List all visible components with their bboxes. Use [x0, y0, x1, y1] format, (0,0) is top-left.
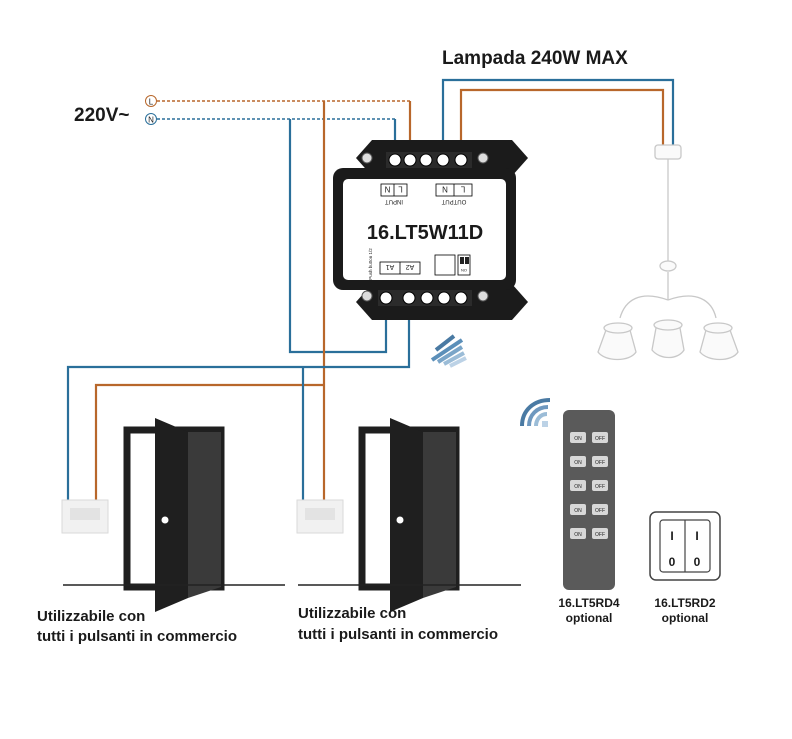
remote2-ch2-off: 0 — [694, 555, 701, 569]
remote4-on-button-3[interactable] — [570, 480, 586, 491]
terminal-screw — [420, 291, 434, 305]
door-1 — [63, 418, 285, 612]
remote4-off-label-1: OFF — [595, 436, 605, 442]
live-terminal-symbol: L — [145, 95, 157, 107]
live-terminal-letter: L — [149, 98, 154, 107]
door2-caption-line1: Utilizzabile con — [298, 605, 406, 622]
door-2 — [298, 418, 521, 612]
output-terminal-l: L — [460, 185, 465, 194]
input-terminal-n: N — [384, 185, 390, 194]
remote4-off-button-4[interactable] — [592, 504, 608, 515]
remote-2-channel: I 0 I 0 — [649, 511, 721, 581]
terminal-screw — [419, 153, 433, 167]
top-terminal-block — [386, 152, 472, 168]
terminal-screw — [454, 291, 468, 305]
remote-wireless-icon — [520, 398, 551, 427]
remote4-body — [563, 410, 615, 590]
terminal-screw — [437, 291, 451, 305]
wireless-signal-icon — [430, 334, 467, 368]
neutral-terminal-letter: N — [148, 116, 154, 125]
wiring — [66, 78, 675, 500]
door2-caption-line2: tutti i pulsanti in commercio — [298, 626, 498, 643]
terminal-a1: A1 — [386, 263, 395, 270]
remote4-off-button-2[interactable] — [592, 456, 608, 467]
remote4-off-button-5[interactable] — [592, 528, 608, 539]
terminal-screw — [388, 153, 402, 167]
input-label: INPUT — [385, 198, 403, 204]
remote4-off-label-3: OFF — [595, 484, 605, 490]
remote4-on-label-4: ON — [574, 508, 582, 514]
terminal-a2: A2 — [406, 263, 415, 270]
remote4-off-button-3[interactable] — [592, 480, 608, 491]
chandelier-icon — [597, 144, 739, 361]
lamp-live-wire — [459, 88, 665, 160]
switch1-signal-wire — [66, 300, 411, 500]
remote4-on-button-2[interactable] — [570, 456, 586, 467]
lamp-label: Lampada 240W MAX — [442, 48, 628, 69]
dip-switch-on-label: ON — [461, 268, 467, 273]
pushbutton-note: Push button 1/2 — [368, 248, 373, 280]
remote4-on-button-1[interactable] — [570, 432, 586, 443]
remote2-ch2-on: I — [695, 529, 698, 543]
dip-switch-panel — [434, 254, 456, 276]
terminal-screw — [436, 153, 450, 167]
door1-caption-line1: Utilizzabile con — [37, 608, 145, 625]
remote4-on-label-5: ON — [574, 532, 582, 538]
remote4-off-label-2: OFF — [595, 460, 605, 466]
remote-4-channel: ON OFF ON OFF ON OFF ON OFF ON OFF — [563, 410, 615, 590]
remote4-on-label-1: ON — [574, 436, 582, 442]
terminal-screw — [379, 291, 393, 305]
remote2-ch1-on: I — [670, 529, 673, 543]
remote4-on-label-3: ON — [574, 484, 582, 490]
remote4-on-button-5[interactable] — [570, 528, 586, 539]
remote4-off-label-5: OFF — [595, 532, 605, 538]
remote4-on-label-2: ON — [574, 460, 582, 466]
remote2-note: optional — [662, 611, 709, 625]
terminal-screw — [454, 153, 468, 167]
neutral-terminal-symbol: N — [145, 113, 157, 125]
screw-icon — [361, 290, 373, 302]
screw-icon — [477, 290, 489, 302]
remote4-off-label-4: OFF — [595, 508, 605, 514]
supply-voltage-label: 220V~ — [74, 105, 129, 126]
remote4-on-button-4[interactable] — [570, 504, 586, 515]
door1-caption-line2: tutti i pulsanti in commercio — [37, 628, 237, 645]
remote4-model: 16.LT5RD4 — [558, 596, 619, 610]
wall-switch-2 — [296, 499, 344, 534]
input-terminal-l: L — [398, 185, 403, 194]
module-model-label: 16.LT5W11D — [367, 222, 483, 244]
screw-icon — [361, 152, 373, 164]
switch1-live-wire — [94, 383, 324, 500]
terminal-screw — [403, 153, 417, 167]
terminal-screw — [402, 291, 416, 305]
remote4-off-button-1[interactable] — [592, 432, 608, 443]
controller-module: N L INPUT N L OUTPUT 16.LT5W11D A1 A2 Pu… — [333, 140, 528, 320]
remote2-model: 16.LT5RD2 — [654, 596, 715, 610]
wall-switch-1 — [61, 499, 109, 534]
bottom-terminal-block — [378, 290, 472, 306]
remote2-ch1-off: 0 — [669, 555, 676, 569]
output-label: OUTPUT — [441, 198, 466, 204]
output-terminal-n: N — [442, 185, 448, 194]
lamp-neutral-wire — [441, 78, 675, 160]
neutral-loop-wire — [288, 119, 388, 354]
screw-icon — [477, 152, 489, 164]
remote4-note: optional — [566, 611, 613, 625]
